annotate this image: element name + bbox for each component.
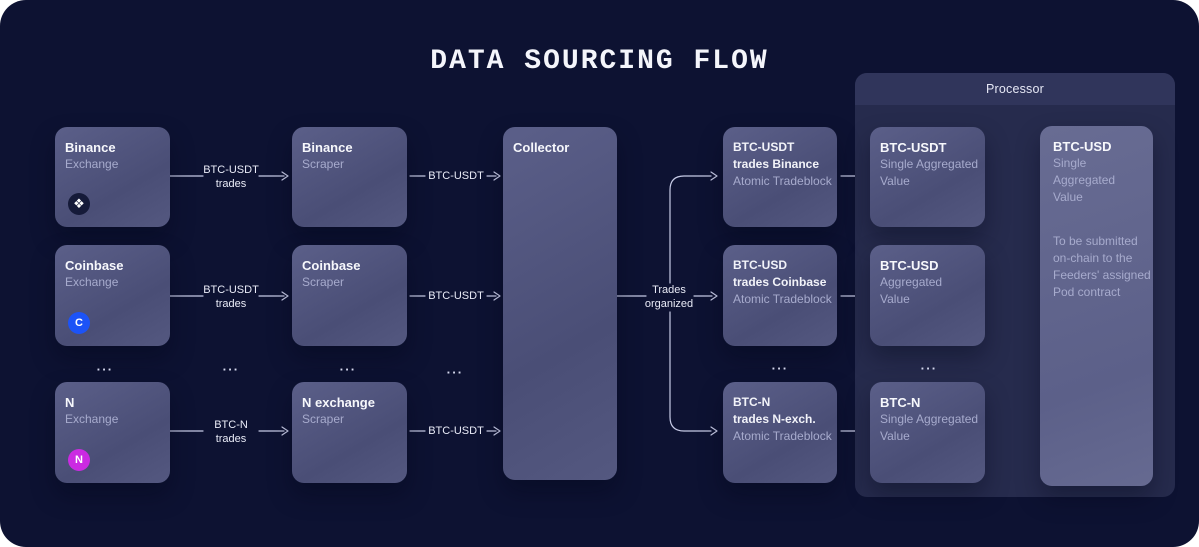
exchange-card-binance: Binance Exchange ❖	[55, 127, 170, 227]
tradeblock-type: Atomic Tradeblock	[733, 429, 832, 443]
exchange-name: N	[65, 395, 75, 410]
tradeblock-type: Atomic Tradeblock	[733, 292, 832, 306]
collector-card: Collector	[503, 127, 617, 480]
scraper-card-coinbase: Coinbase Scraper	[292, 245, 407, 346]
scraper-type: Scraper	[302, 275, 345, 289]
aggregate-pair: BTC-USD	[880, 258, 939, 273]
output-card: BTC-USD Single Aggregated Value To be su…	[1040, 126, 1153, 486]
aggregate-card-btc-usd: BTC-USD Aggregated Value	[870, 245, 985, 346]
exchange-card-coinbase: Coinbase Exchange C	[55, 245, 170, 346]
binance-logo-icon: ❖	[68, 193, 90, 215]
n-exchange-logo-icon: N	[68, 449, 90, 471]
flow-label-pair: BTC-USDT	[428, 425, 484, 437]
aggregate-card-btc-n: BTC-N Single Aggregated Value	[870, 382, 985, 483]
tradeblock-pair: BTC-USD	[733, 258, 787, 272]
ellipsis-more-rows: ...	[96, 358, 114, 374]
tradeblock-card-binance: BTC-USDT trades Binance Atomic Tradebloc…	[723, 127, 837, 227]
ellipsis-more-rows: ...	[446, 361, 464, 377]
exchange-name: Coinbase	[65, 258, 124, 273]
exchange-name: Binance	[65, 140, 116, 155]
page-title: DATA SOURCING FLOW	[430, 46, 769, 77]
exchange-type: Exchange	[65, 157, 119, 171]
ellipsis-more-rows: ...	[771, 357, 789, 373]
scraper-card-binance: Binance Scraper	[292, 127, 407, 227]
output-pair: BTC-USD	[1053, 139, 1112, 154]
aggregate-desc: Aggregated Value	[880, 275, 943, 306]
tradeblock-source: trades N-exch.	[733, 412, 816, 426]
collector-title: Collector	[513, 140, 570, 155]
tradeblock-pair: BTC-USDT	[733, 140, 795, 154]
tradeblock-card-coinbase: BTC-USD trades Coinbase Atomic Tradebloc…	[723, 245, 837, 346]
aggregate-desc: Single Aggregated Value	[880, 412, 979, 443]
scraper-card-n: N exchange Scraper	[292, 382, 407, 483]
flow-label-pair: BTC-USDT	[428, 290, 484, 302]
aggregate-pair: BTC-N	[880, 395, 921, 410]
scraper-name: Binance	[302, 140, 353, 155]
tradeblock-pair: BTC-N	[733, 395, 771, 409]
coinbase-logo-icon: C	[68, 312, 90, 334]
tradeblock-source: trades Binance	[733, 157, 820, 171]
scraper-type: Scraper	[302, 412, 345, 426]
scraper-name: Coinbase	[302, 258, 361, 273]
output-note: To be submitted on-chain to the Feeders'…	[1053, 234, 1151, 299]
aggregate-card-btc-usdt: BTC-USDT Single Aggregated Value	[870, 127, 985, 227]
output-desc: Single Aggregated Value	[1053, 156, 1116, 204]
aggregate-desc: Single Aggregated Value	[880, 157, 979, 188]
ellipsis-more-rows: ...	[339, 358, 357, 374]
ellipsis-more-rows: ...	[920, 357, 938, 373]
scraper-type: Scraper	[302, 157, 345, 171]
flow-label-trades-organized: Trades organized	[644, 284, 694, 310]
tradeblock-card-n: BTC-N trades N-exch. Atomic Tradeblock	[723, 382, 837, 483]
tradeblock-type: Atomic Tradeblock	[733, 174, 832, 188]
processor-title: Processor	[985, 82, 1045, 96]
exchange-type: Exchange	[65, 275, 119, 289]
flow-label-trades: BTC-USDT trades	[203, 284, 259, 310]
flow-label-trades: BTC-N trades	[214, 419, 248, 445]
flow-label-pair: BTC-USDT	[428, 170, 484, 182]
exchange-type: Exchange	[65, 412, 119, 426]
tradeblock-source: trades Coinbase	[733, 275, 827, 289]
ellipsis-more-rows: ...	[222, 358, 240, 374]
flow-label-trades: BTC-USDT trades	[203, 164, 259, 190]
exchange-card-n: N Exchange N	[55, 382, 170, 483]
aggregate-pair: BTC-USDT	[880, 140, 947, 155]
processor-header: Processor	[855, 73, 1175, 105]
scraper-name: N exchange	[302, 395, 375, 410]
